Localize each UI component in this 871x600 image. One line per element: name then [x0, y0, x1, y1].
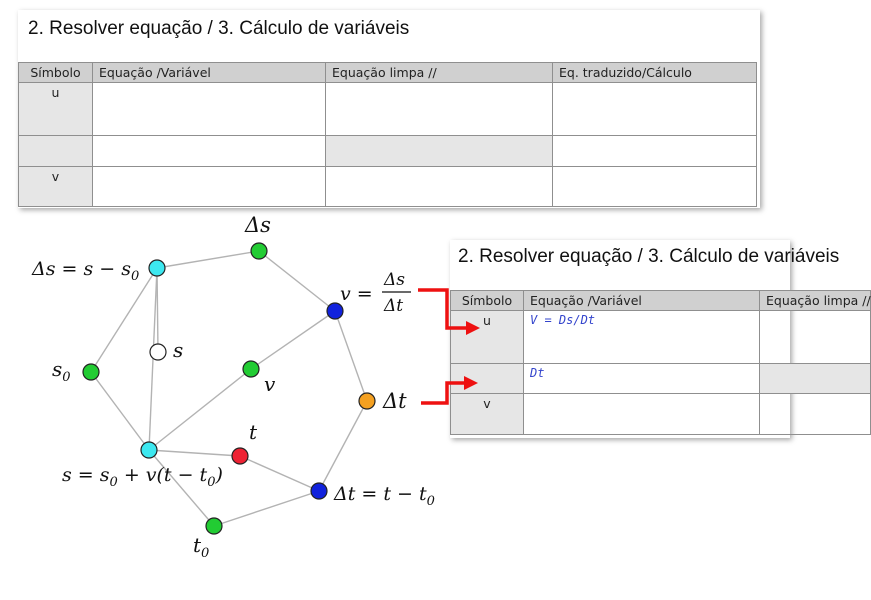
- edge-ds-vdef: [258, 250, 336, 312]
- label-position-equation: s = s0 + v(t − t0): [62, 464, 223, 490]
- label-velocity-denominator: Δt: [383, 296, 403, 316]
- right-table-title: 2. Resolver equação / 3. Cálculo de vari…: [458, 246, 840, 267]
- header-equation: Equação /Variável: [92, 62, 326, 83]
- label-s: s: [173, 338, 183, 362]
- edge-dt-dtdef: [318, 400, 368, 492]
- edge-dsdef-s: [156, 267, 159, 353]
- header-translated: Eq. traduzido/Cálculo: [552, 62, 757, 83]
- table-row: [18, 135, 757, 167]
- node-delta-t: [358, 392, 376, 410]
- cell-symbol[interactable]: u: [450, 310, 524, 364]
- header-clean-equation: Equação limpa //: [325, 62, 553, 83]
- label-s0: s0: [52, 357, 71, 385]
- table-row: Dt: [450, 363, 871, 394]
- top-table-title: 2. Resolver equação / 3. Cálculo de vari…: [28, 18, 410, 39]
- cell-symbol[interactable]: [18, 135, 93, 167]
- table-header-row: Símbolo Equação /Variável Equação limpa …: [18, 62, 757, 83]
- node-v: [242, 360, 260, 378]
- edge-dtdef-t0: [213, 490, 320, 527]
- header-clean-equation: Equação limpa //: [759, 290, 871, 311]
- right-variables-table: Símbolo Equação /Variável Equação limpa …: [450, 290, 871, 435]
- edge-dsdef-ds: [156, 250, 260, 269]
- edge-sdef-t: [148, 449, 241, 457]
- label-velocity-lhs: v =: [340, 283, 373, 305]
- table-row: v: [450, 393, 871, 435]
- cell-clean[interactable]: [325, 166, 553, 207]
- node-delta-s: [250, 242, 268, 260]
- table-header-row: Símbolo Equação /Variável Equação limpa …: [450, 290, 871, 311]
- table-row: u: [18, 82, 757, 136]
- cell-equation[interactable]: [523, 393, 760, 435]
- edge-sdef-v: [148, 368, 252, 451]
- node-position-equation: [140, 441, 158, 459]
- node-t0: [205, 517, 223, 535]
- edge-s0-dsdef: [90, 267, 158, 373]
- table-row: u V = Ds/Dt: [450, 310, 871, 364]
- variable-graph: Δs Δs = s − s0 v = Δs Δt Δt Δt = t − t0 …: [31, 213, 435, 561]
- edge-sdef-s0: [90, 371, 150, 451]
- cell-equation-handwritten[interactable]: V = Ds/Dt: [523, 310, 760, 364]
- edge-t-dtdef: [239, 455, 320, 492]
- node-s0: [82, 363, 100, 381]
- cell-symbol[interactable]: u: [18, 82, 93, 136]
- cell-equation[interactable]: [92, 135, 326, 167]
- cell-equation[interactable]: [92, 82, 326, 136]
- cell-clean[interactable]: [759, 393, 871, 435]
- cell-translated[interactable]: [552, 135, 757, 167]
- cell-symbol[interactable]: v: [18, 166, 93, 207]
- cell-translated[interactable]: [552, 82, 757, 136]
- cell-clean[interactable]: [325, 82, 553, 136]
- table-row: v: [18, 166, 757, 207]
- cell-clean[interactable]: [325, 135, 553, 167]
- header-symbol: Símbolo: [18, 62, 93, 83]
- cell-equation[interactable]: [92, 166, 326, 207]
- node-velocity-definition: [326, 302, 344, 320]
- label-delta-s: Δs: [244, 213, 271, 237]
- edge-dsdef-sdef: [148, 267, 158, 451]
- top-variables-table: Símbolo Equação /Variável Equação limpa …: [18, 62, 757, 207]
- right-table-panel: 2. Resolver equação / 3. Cálculo de vari…: [450, 240, 871, 438]
- label-t: t: [249, 420, 258, 444]
- graph-edges: [90, 250, 368, 527]
- label-v: v: [264, 372, 276, 396]
- label-velocity-numerator: Δs: [383, 270, 405, 290]
- header-symbol: Símbolo: [450, 290, 524, 311]
- node-delta-s-definition: [148, 259, 166, 277]
- label-t0: t0: [193, 533, 209, 561]
- top-table-panel: 2. Resolver equação / 3. Cálculo de vari…: [18, 10, 760, 208]
- node-s: [149, 343, 167, 361]
- cell-symbol[interactable]: [450, 363, 524, 394]
- cell-clean[interactable]: [759, 310, 871, 364]
- edge-v-vdef: [250, 310, 336, 370]
- cell-translated[interactable]: [552, 166, 757, 207]
- header-equation: Equação /Variável: [523, 290, 760, 311]
- node-delta-t-definition: [310, 482, 328, 500]
- cell-symbol[interactable]: v: [450, 393, 524, 435]
- node-t: [231, 447, 249, 465]
- edge-t0-sdef: [148, 449, 215, 527]
- label-delta-t: Δt: [382, 389, 407, 413]
- cell-clean[interactable]: [759, 363, 871, 394]
- label-delta-t-definition: Δt = t − t0: [333, 483, 435, 509]
- cell-equation-handwritten[interactable]: Dt: [523, 363, 760, 394]
- edge-vdef-dt: [334, 310, 368, 402]
- label-delta-s-definition: Δs = s − s0: [31, 258, 139, 284]
